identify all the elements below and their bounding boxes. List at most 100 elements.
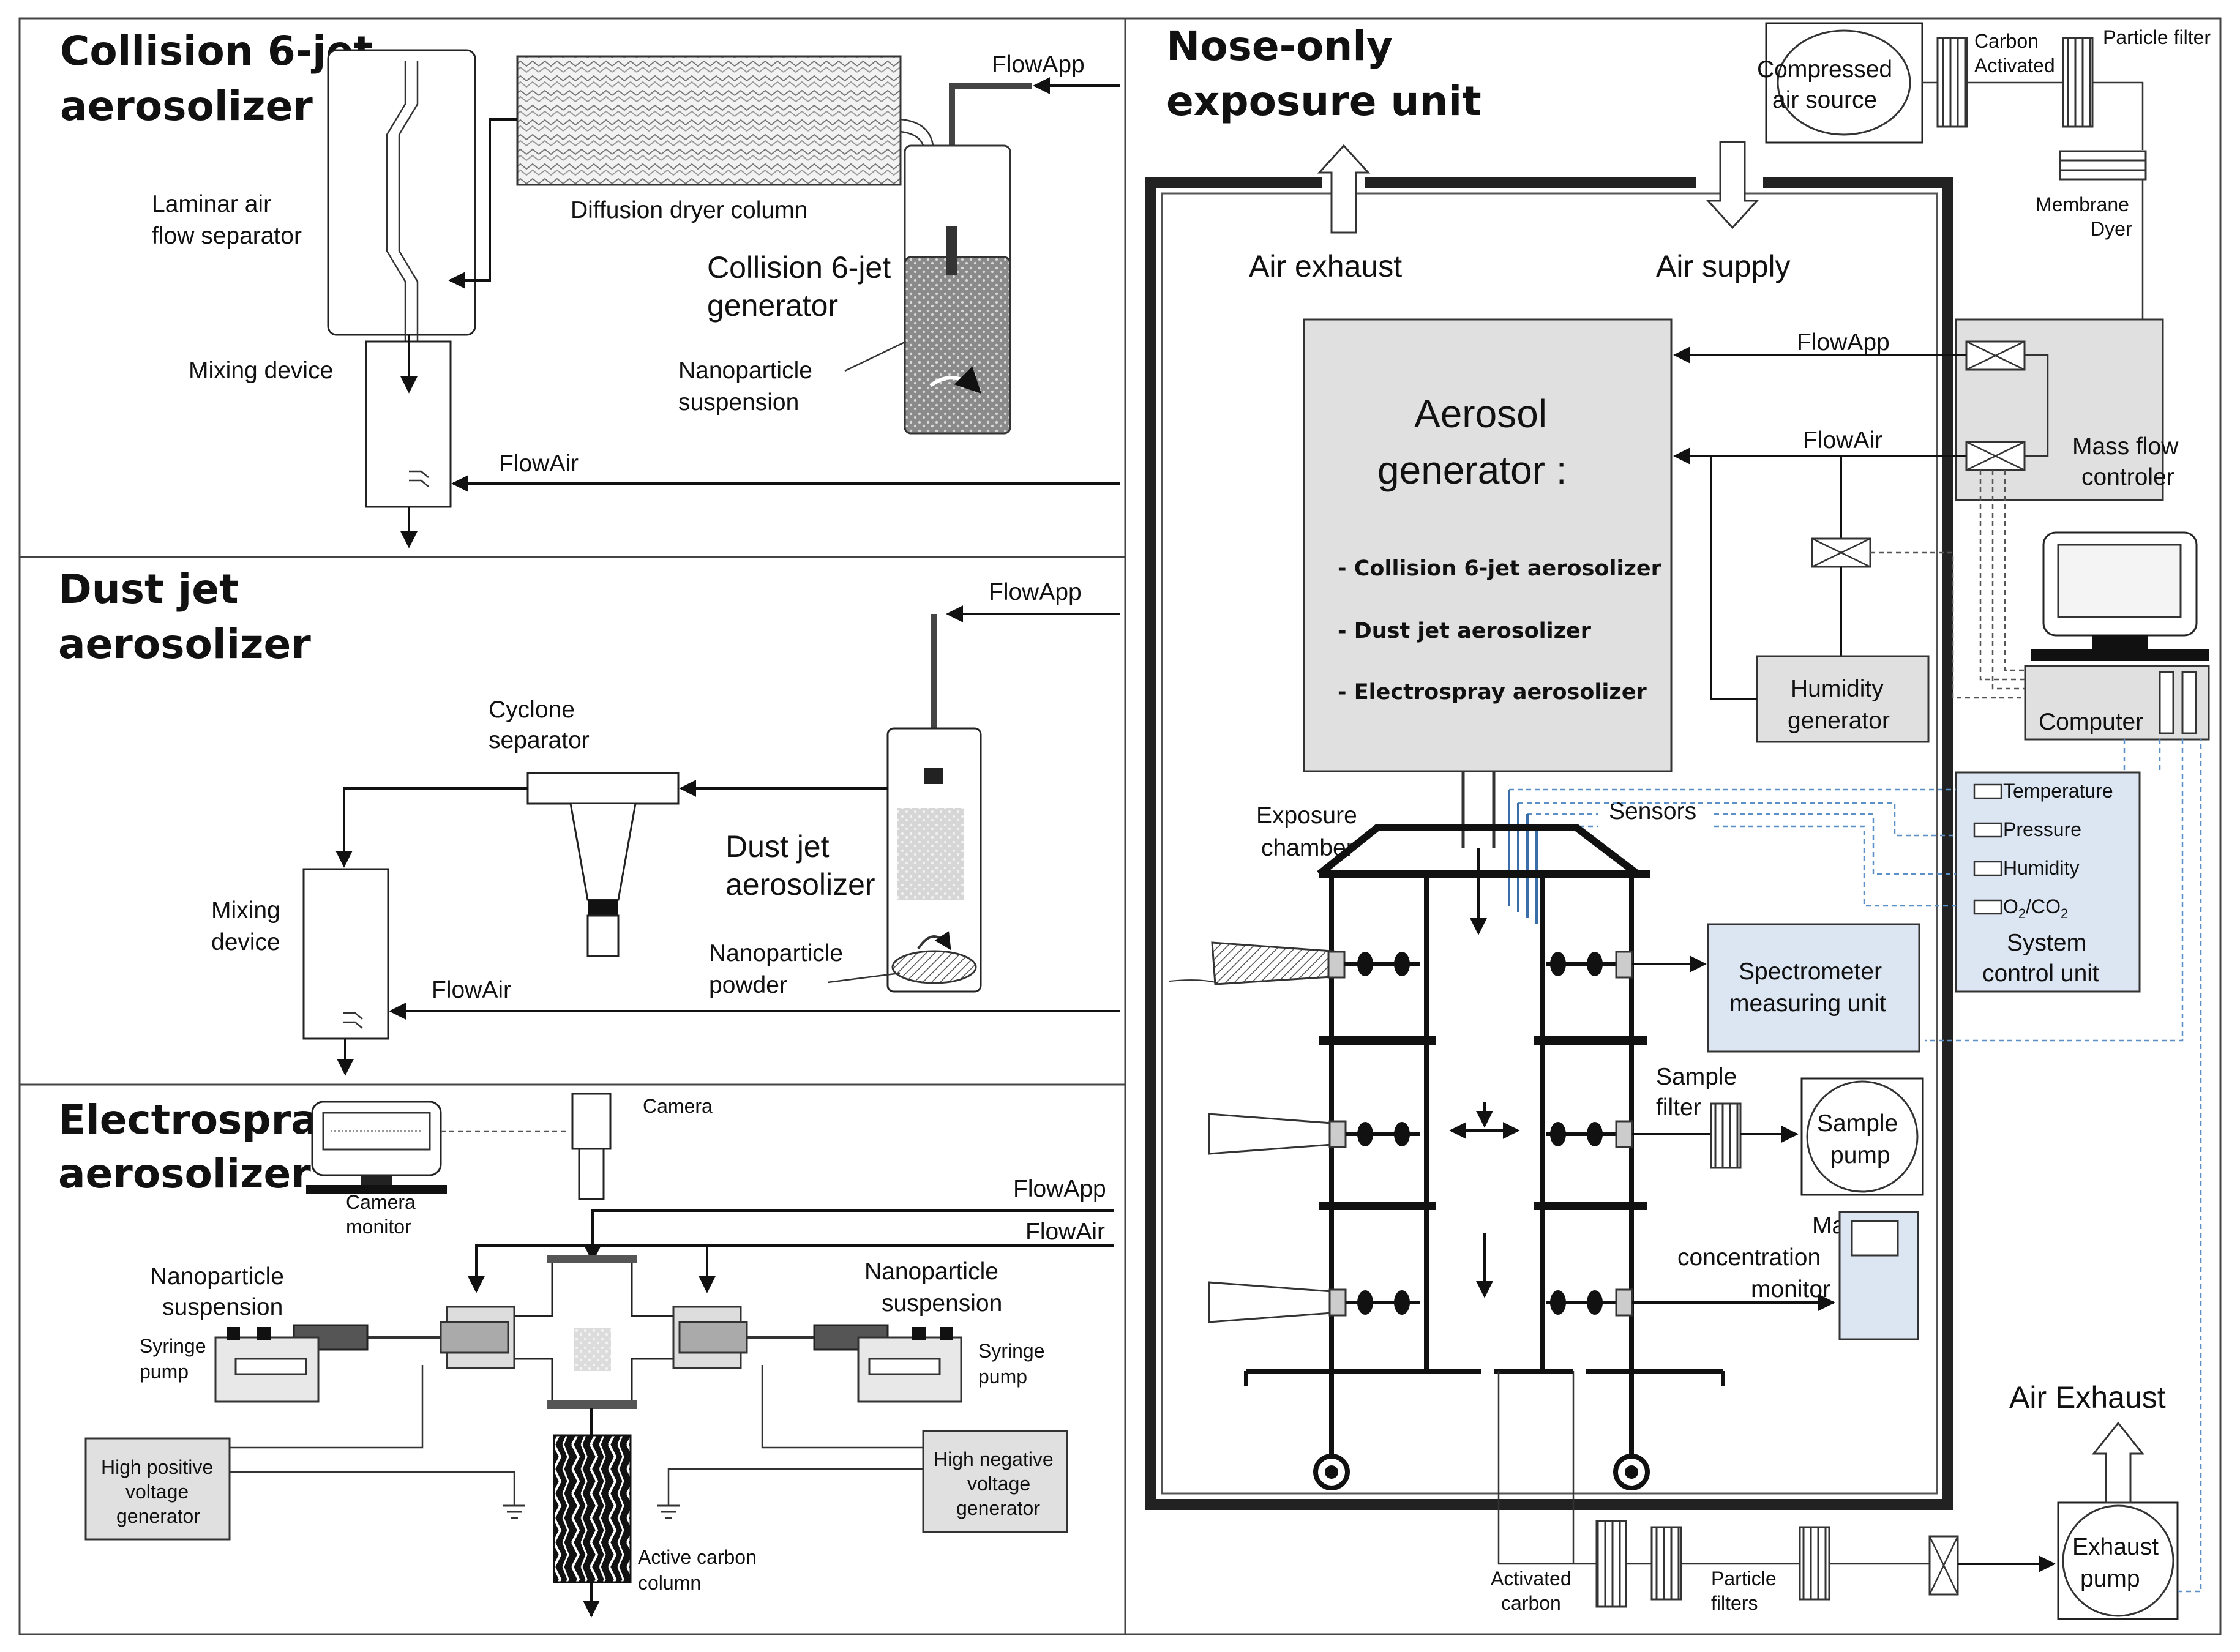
laminar-label-line2: flow separator	[152, 223, 302, 249]
sample-pump-label-line2: pump	[1830, 1142, 1890, 1168]
air-exhaust-label: Air exhaust	[1249, 249, 1402, 283]
dustjet-powder-label-line2: powder	[709, 972, 787, 998]
mass-monitor-label-line2: concentration	[1677, 1244, 1821, 1271]
diffusion-dryer-column	[516, 55, 902, 186]
nose-title-line1: Nose-only	[1166, 23, 1393, 70]
exhaust-pump-label-line1: Exhaust	[2072, 1534, 2159, 1560]
dustjet-mixing-label-line2: device	[211, 929, 280, 955]
nose-flowapp-label: FlowApp	[1797, 329, 1890, 356]
exposure-chamber-label-line1: Exposure	[1256, 802, 1357, 829]
sensor-co2-sub: 2	[2061, 906, 2068, 921]
scu-label-line1: System	[2007, 930, 2086, 956]
cyclone-label-line2: separator	[489, 727, 590, 753]
nose-tube-right-3	[1546, 1288, 1633, 1317]
laminar-label-line1: Laminar air	[152, 191, 271, 217]
spectrometer-label-line2: measuring unit	[1729, 990, 1886, 1017]
hv-neg-label-line2: voltage	[967, 1473, 1030, 1495]
electrospray-title-line2: aerosolizer	[58, 1150, 311, 1197]
collision-mixing-label: Mixing device	[189, 357, 333, 384]
carbon-activated-label-line2: Activated	[1974, 54, 2055, 77]
sensor-temperature-label: Temperature	[2003, 780, 2113, 802]
dustjet-aerosolizer-label-line2: aerosolizer	[725, 867, 875, 902]
carbon-activated-filter	[1936, 37, 1968, 128]
syringe-left-label-line2: pump	[140, 1361, 189, 1383]
syringe-right-label-line2: pump	[978, 1366, 1027, 1388]
collision-flowapp-label: FlowApp	[992, 51, 1085, 78]
nose-tube-left-3	[1208, 1281, 1420, 1323]
spectrometer-label-line1: Spectrometer	[1739, 959, 1882, 985]
electrospray-section: Electrospray aerosolizer Camera monitor …	[58, 1093, 1114, 1618]
computer	[2024, 665, 2210, 741]
electrospray-title-line1: Electrospray	[58, 1096, 343, 1143]
susp-left-label-line1: Nanoparticle	[150, 1263, 284, 1290]
humidity-label-line2: generator	[1788, 708, 1890, 734]
sensor-o2co2-label: O2/CO2	[2003, 895, 2068, 921]
sensor-humidity-label: Humidity	[2003, 857, 2079, 879]
activated-carbon-filter	[1595, 1520, 1627, 1608]
dustjet-flowapp-label: FlowApp	[989, 579, 1082, 605]
syringe-left-label-line1: Syringe	[140, 1335, 206, 1357]
collision-generator-label-line2: generator	[707, 288, 838, 323]
activated-carbon-label-line1: Activated	[1491, 1568, 1571, 1590]
membrane-dryer	[2059, 150, 2147, 181]
collision-generator-label-line1: Collision 6-jet	[707, 250, 891, 285]
dustjet-flowair-label: FlowAir	[432, 977, 511, 1003]
ground-symbol-left	[503, 1504, 525, 1519]
carbon-column-label-line1: Active carbon	[638, 1546, 757, 1568]
sensor-co2: /CO	[2026, 895, 2061, 918]
susp-left-label-line2: suspension	[162, 1294, 283, 1320]
particle-filter-2	[1799, 1526, 1830, 1601]
nose-tube-right-1	[1546, 951, 1633, 979]
dustjet-section: Dust jet aerosolizer FlowApp Dust jet ae…	[58, 566, 1120, 1076]
valve-flowair	[1965, 441, 2026, 471]
nose-tube-right-2	[1546, 1120, 1633, 1148]
dustjet-powder-label-line1: Nanoparticle	[709, 940, 843, 966]
exposure-enclosure	[1145, 177, 1953, 1510]
nose-tube-left-1	[1169, 941, 1420, 985]
particle-filter-top	[2062, 37, 2094, 128]
sensor-pressure-label: Pressure	[2003, 818, 2081, 840]
collision-suspension-label-line2: suspension	[678, 389, 799, 416]
dustjet-mixing-label-line1: Mixing	[211, 897, 280, 924]
exhaust-out-arrow	[2091, 1421, 2145, 1504]
aerosol-generator-label-line2: generator :	[1377, 448, 1567, 492]
compressed-label-line1: Compressed	[1757, 56, 1892, 83]
carbon-activated-label-line1: Carbon	[1974, 30, 2039, 52]
camera-monitor-label-line1: Camera	[346, 1191, 416, 1213]
air-supply-label: Air supply	[1656, 249, 1791, 283]
collision-title-line1: Collision 6-jet	[60, 28, 373, 75]
cyclone-label-line1: Cyclone	[489, 697, 575, 723]
spectrometer-unit	[1707, 923, 1920, 1053]
hv-neg-label-line1: High negative	[934, 1448, 1054, 1470]
air-exhaust-arrow	[1317, 144, 1371, 234]
sample-filter	[1710, 1102, 1742, 1169]
particle-filters-label-line2: filters	[1711, 1592, 1758, 1614]
collision-suspension-label-line1: Nanoparticle	[678, 357, 812, 384]
hv-negative-generator	[922, 1430, 1068, 1533]
exposure-chamber	[1244, 824, 1725, 1490]
hv-pos-label-line1: High positive	[101, 1456, 213, 1478]
exhaust-pump-label-line2: pump	[2080, 1566, 2140, 1592]
ground-symbol-right	[657, 1504, 680, 1519]
generator-item-collision: - Collision 6-jet aerosolizer	[1338, 556, 1662, 581]
syringe-right-label-line1: Syringe	[978, 1340, 1045, 1362]
dustjet-title-line1: Dust jet	[58, 566, 239, 613]
active-carbon-column	[553, 1434, 632, 1583]
collision-flowair-label: FlowAir	[499, 450, 579, 477]
mfc-label-line2: controler	[2081, 464, 2174, 490]
susp-right-label-line2: suspension	[882, 1290, 1002, 1317]
cyclone-separator	[526, 772, 680, 805]
aerosol-generator-label-line1: Aerosol	[1414, 392, 1547, 436]
generator-item-electrospray: - Electrospray aerosolizer	[1338, 680, 1647, 705]
hv-neg-label-line3: generator	[956, 1497, 1040, 1519]
laminar-separator-box	[327, 49, 476, 336]
air-exhaust-right-label: Air Exhaust	[2009, 1380, 2166, 1415]
sensor-o2-sub: 2	[2018, 906, 2026, 921]
sensor-o2: O	[2003, 895, 2018, 918]
electrospray-flowair-label: FlowAir	[1025, 1219, 1105, 1245]
scu-label-line2: control unit	[1982, 960, 2099, 987]
computer-label: Computer	[2039, 709, 2143, 735]
nose-tube-left-2	[1208, 1113, 1420, 1155]
hv-pos-label-line2: voltage	[125, 1481, 189, 1503]
